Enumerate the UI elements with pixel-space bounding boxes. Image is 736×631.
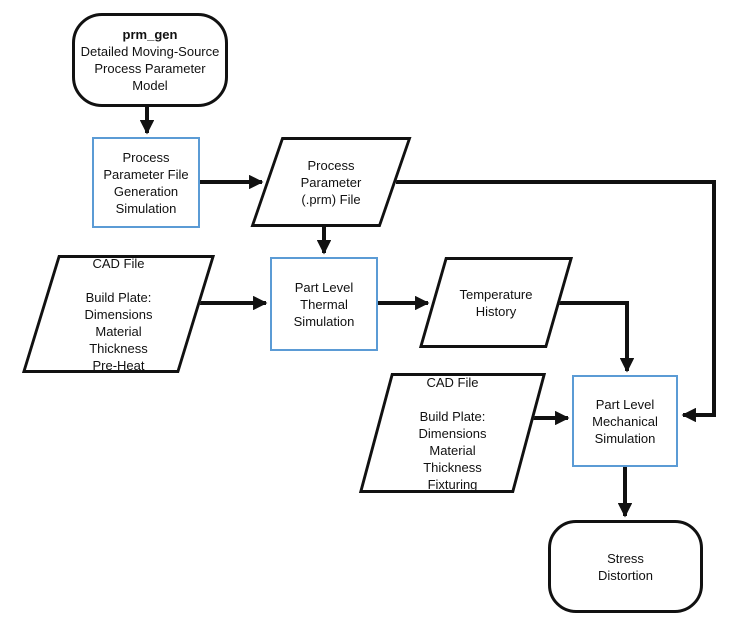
node-prm-gen: prm_gen Detailed Moving-Source Process P… xyxy=(72,13,228,107)
node-stress-distortion: Stress Distortion xyxy=(548,520,703,613)
node-cad-file-thermal: CAD File Build Plate: Dimensions Materia… xyxy=(21,255,216,373)
node-thermal-sim: Part Level Thermal Simulation xyxy=(270,257,378,351)
node-prm-file: Process Parameter (.prm) File xyxy=(250,137,412,227)
arrow-prmfile-to-mech xyxy=(396,180,716,423)
node-prm-gen-title: prm_gen xyxy=(122,27,178,42)
arrow-temphistory-to-mech xyxy=(559,301,635,373)
node-mechanical-sim: Part Level Mechanical Simulation xyxy=(572,375,678,467)
node-temperature-history: Temperature History xyxy=(418,257,574,348)
node-param-file-generation-sim: Process Parameter File Generation Simula… xyxy=(92,137,200,228)
node-cad-file-mech: CAD File Build Plate: Dimensions Materia… xyxy=(358,373,547,493)
